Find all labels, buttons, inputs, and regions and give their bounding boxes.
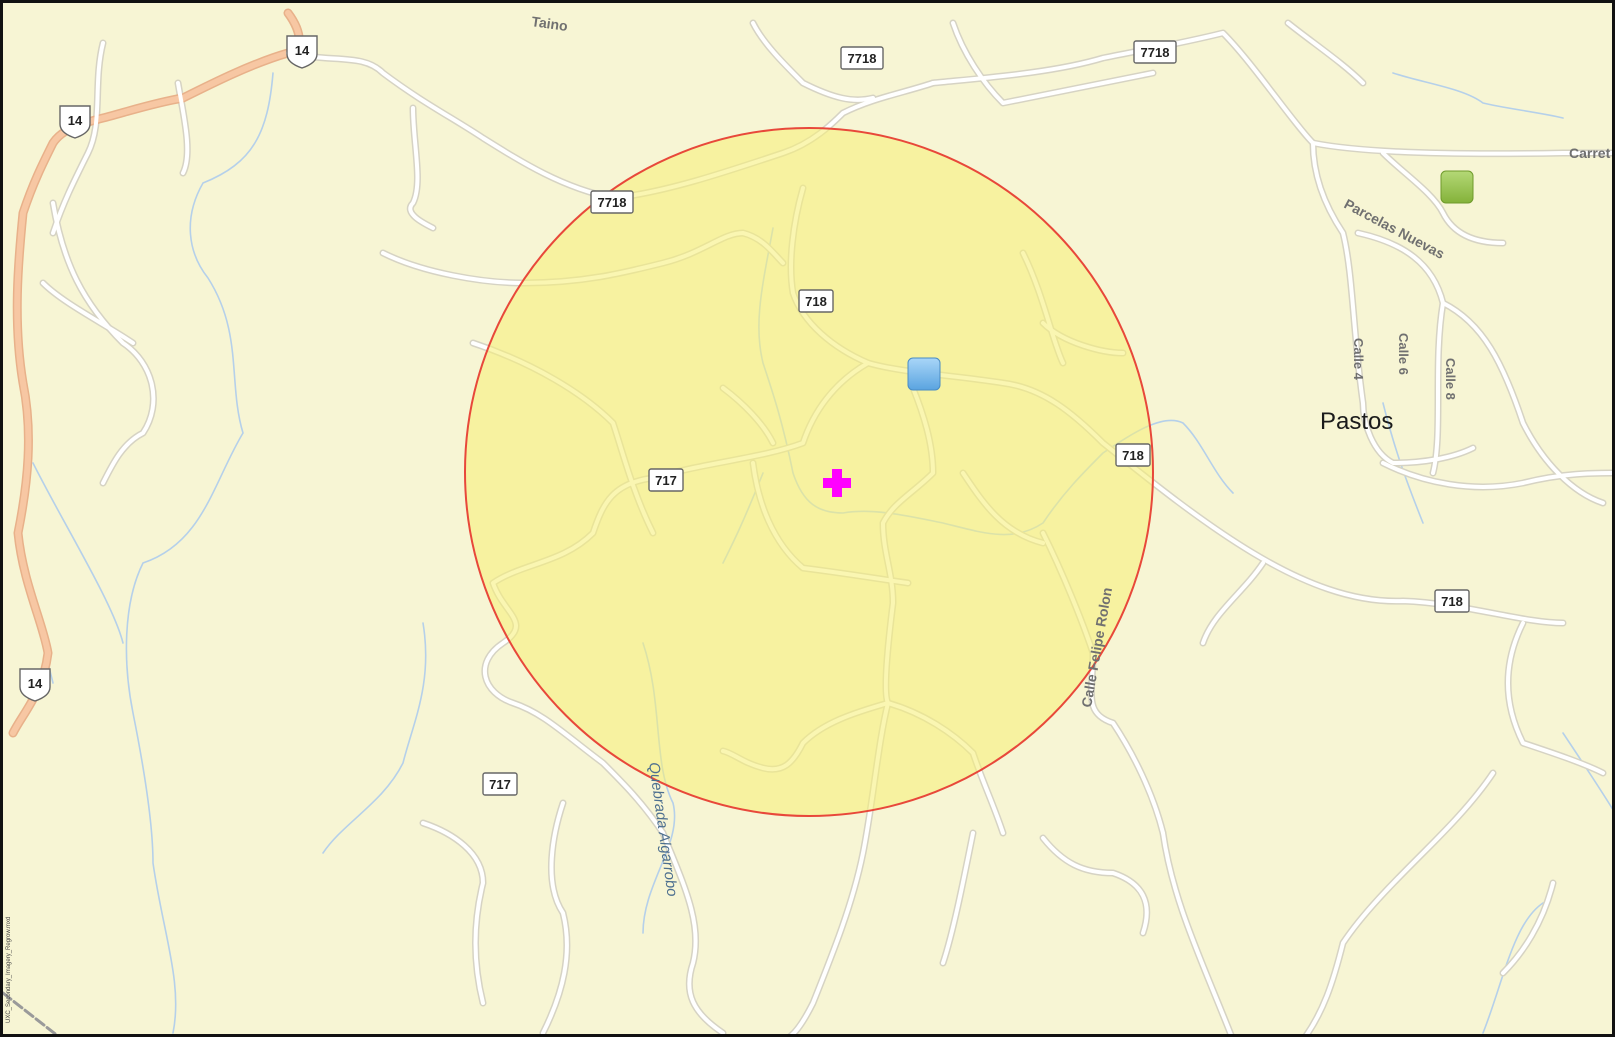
route-shield-718: 718 bbox=[1115, 443, 1151, 467]
route-shield-label: 14 bbox=[68, 113, 83, 128]
route-shield-label: 717 bbox=[489, 777, 511, 792]
route-shield-label: 7718 bbox=[1141, 45, 1170, 60]
route-shields-layer: 14 14 14 7718 7718 7718 718 718 bbox=[19, 35, 1470, 796]
route-shield-14: 14 bbox=[19, 668, 51, 702]
route-shield-label: 7718 bbox=[848, 51, 877, 66]
route-shield-label: 14 bbox=[295, 43, 310, 58]
square-marker-icon[interactable] bbox=[1440, 170, 1474, 204]
street-label-calle-4: Calle 4 bbox=[1351, 338, 1366, 381]
route-shield-label: 718 bbox=[805, 294, 827, 309]
route-shield-717: 717 bbox=[482, 772, 518, 796]
square-marker-icon[interactable] bbox=[907, 357, 941, 391]
route-shield-14: 14 bbox=[286, 35, 318, 69]
street-label-carretera: Carret bbox=[1569, 145, 1611, 161]
map-canvas[interactable]: 14 14 14 7718 7718 7718 718 718 bbox=[3, 3, 1615, 1037]
route-shield-label: 717 bbox=[655, 473, 677, 488]
route-shield-7718: 7718 bbox=[1133, 40, 1177, 64]
buffer-circle[interactable] bbox=[464, 127, 1154, 817]
place-label-pastos: Pastos bbox=[1320, 408, 1393, 435]
route-shield-718: 718 bbox=[1434, 589, 1470, 613]
map-document-note: UXC_Secondary_Imagery_Regrow.mxd bbox=[6, 916, 12, 1023]
route-shield-label: 718 bbox=[1122, 448, 1144, 463]
plus-marker-icon[interactable] bbox=[823, 469, 851, 497]
street-label-calle-8: Calle 8 bbox=[1443, 358, 1458, 400]
route-shield-label: 718 bbox=[1441, 594, 1463, 609]
highway-layer bbox=[3, 8, 304, 1034]
street-label-calle-6: Calle 6 bbox=[1396, 333, 1411, 375]
route-shield-label: 14 bbox=[28, 676, 43, 691]
route-shield-718: 718 bbox=[798, 289, 834, 313]
route-shield-14: 14 bbox=[59, 105, 91, 139]
route-shield-7718: 7718 bbox=[840, 46, 884, 70]
route-shield-7718: 7718 bbox=[590, 190, 634, 214]
route-shield-717: 717 bbox=[648, 468, 684, 492]
route-shield-label: 7718 bbox=[598, 195, 627, 210]
street-label-taino: Taino bbox=[531, 13, 569, 34]
